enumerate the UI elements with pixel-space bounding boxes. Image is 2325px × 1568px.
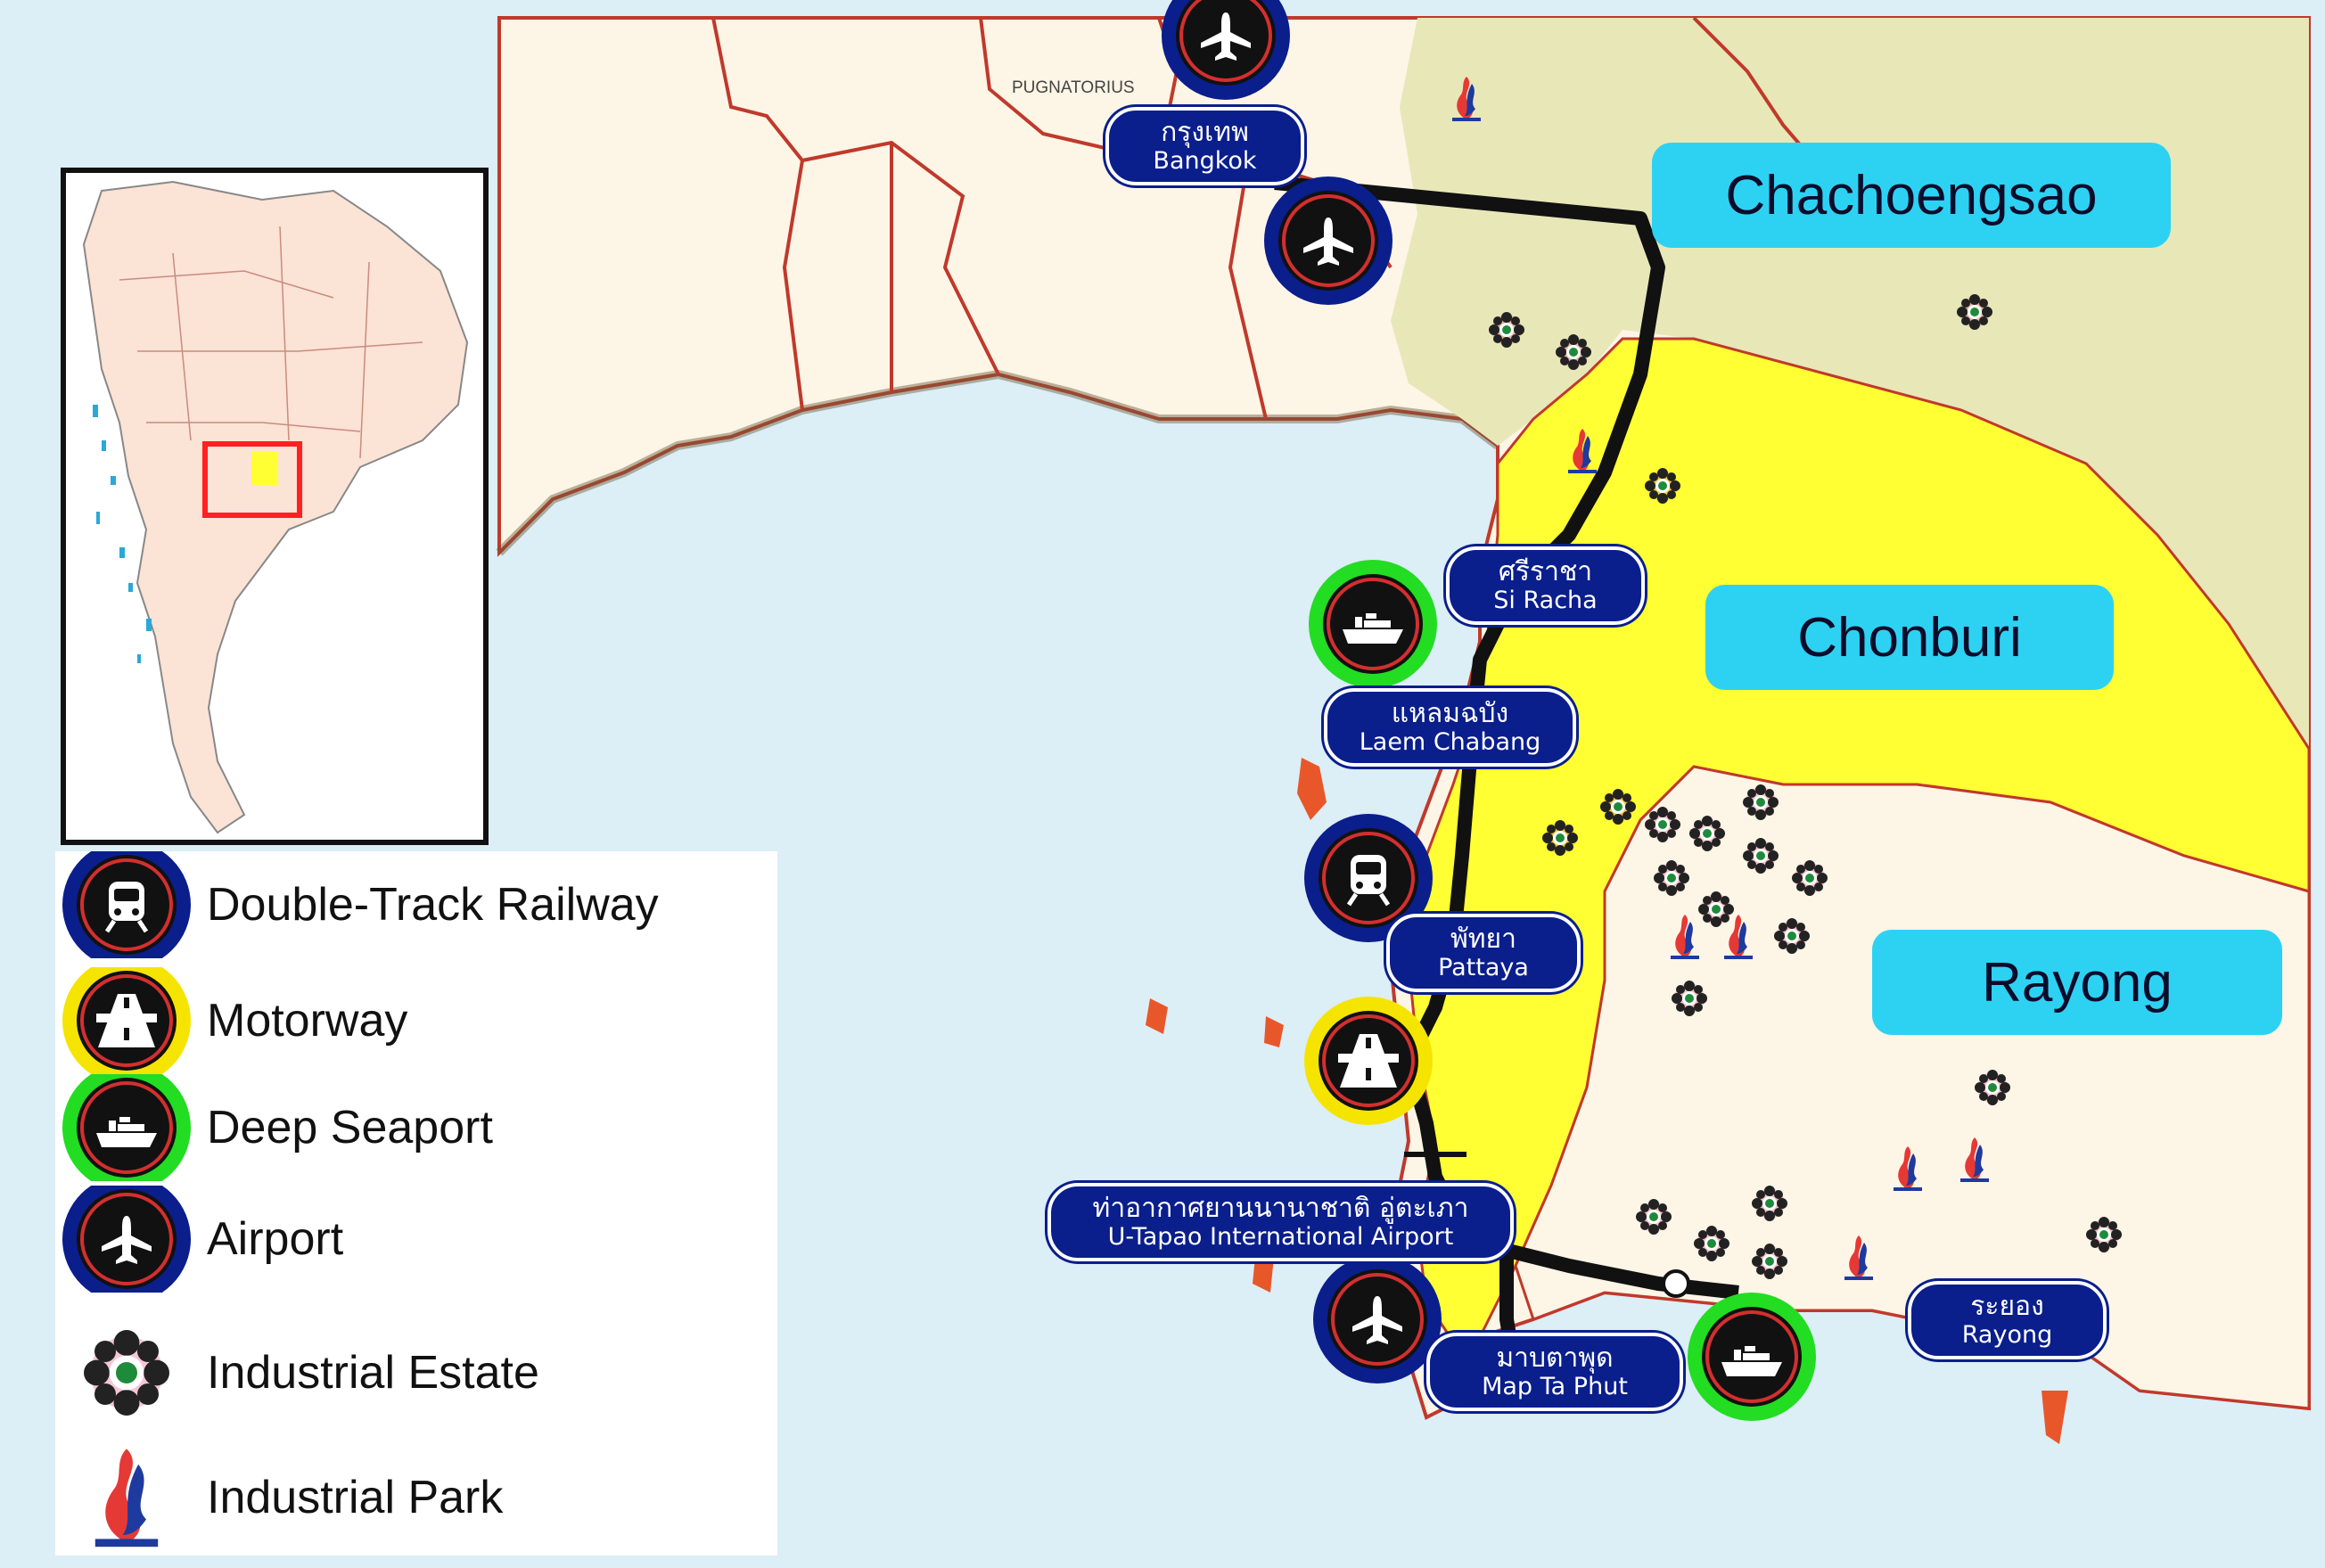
place-rayong-town-english: Rayong [1961,1321,2053,1349]
place-map-ta-phut-english: Map Ta Phut [1482,1373,1628,1400]
place-bangkok-thai: กรุงเทพ [1161,117,1249,148]
place-map-ta-phut-thai: มาบตาพุด [1496,1342,1614,1374]
inset-map [61,168,489,845]
legend-item-airport: Airport [55,1175,777,1303]
place-u-tapao: ท่าอากาศยานนานาชาติ อู่ตะเภา U-Tapao Int… [1047,1183,1514,1261]
legend-label: Airport [207,1213,344,1265]
place-map-ta-phut: มาบตาพุด Map Ta Phut [1426,1333,1683,1411]
railway-icon [62,841,191,969]
seaport-icon [62,1063,191,1192]
thailand-outline [82,180,469,834]
legend-label: Motorway [207,995,408,1047]
place-u-tapao-english: U-Tapao International Airport [1107,1223,1454,1251]
legend-label: Industrial Estate [207,1347,539,1399]
region-chonburi: Chonburi [1705,585,2114,690]
legend-label: Industrial Park [207,1472,504,1523]
legend: Double-Track Railway Motorway Deep Seapo… [55,841,777,1556]
airport-icon [62,1175,191,1303]
place-rayong-town: ระยอง Rayong [1908,1281,2107,1359]
place-rayong-town-thai: ระยอง [1970,1291,2044,1322]
legend-item-industrial-park: Industrial Park [55,1444,777,1551]
place-si-racha-thai: ศรีราชา [1498,556,1593,587]
place-u-tapao-thai: ท่าอากาศยานนานาชาติ อู่ตะเภา [1092,1193,1469,1224]
place-laem-chabang-english: Laem Chabang [1359,728,1541,756]
place-bangkok: กรุงเทพ Bangkok [1105,107,1304,185]
legend-label: Deep Seaport [207,1102,493,1153]
place-si-racha-english: Si Racha [1493,587,1598,614]
region-chachoengsao: Chachoengsao [1652,143,2171,248]
region-rayong: Rayong [1872,930,2282,1035]
legend-item-seaport: Deep Seaport [55,1063,777,1192]
place-si-racha: ศรีราชา Si Racha [1446,546,1645,625]
place-laem-chabang-thai: แหลมฉบัง [1391,698,1509,729]
industrial-estate-icon [84,1330,169,1416]
place-pattaya-english: Pattaya [1438,954,1529,981]
map-place-label: PUGNATORIUS [1012,78,1135,97]
legend-item-industrial-estate: Industrial Estate [55,1319,777,1426]
industrial-park-icon [94,1449,159,1547]
place-bangkok-english: Bangkok [1153,147,1257,175]
legend-item-motorway: Motorway [55,956,777,1085]
motorway-icon [62,956,191,1085]
legend-label: Double-Track Railway [207,879,659,931]
place-laem-chabang: แหลมฉบัง Laem Chabang [1324,688,1576,767]
place-pattaya: พัทยา Pattaya [1386,914,1581,992]
place-pattaya-thai: พัทยา [1450,924,1516,955]
legend-item-railway: Double-Track Railway [55,841,777,969]
